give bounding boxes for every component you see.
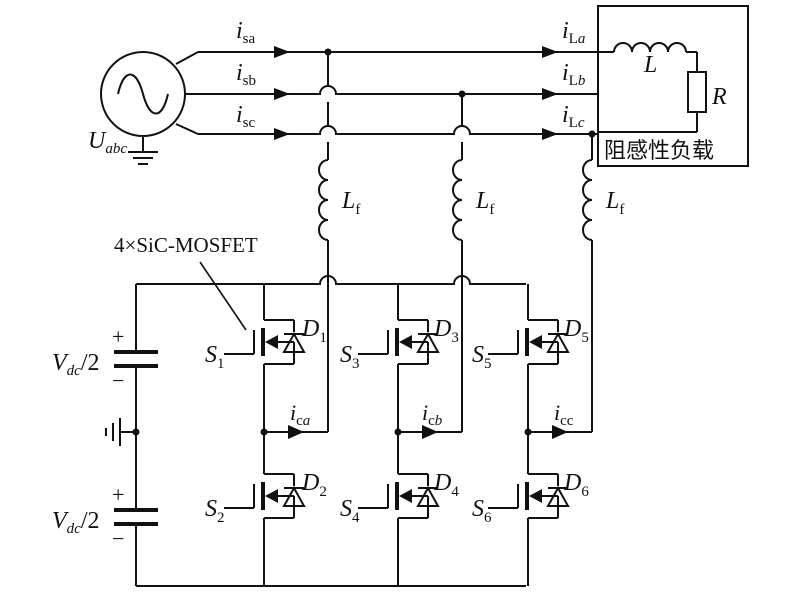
label-d4: D4 [433, 470, 459, 500]
label-iLa: iLa [562, 18, 585, 47]
label-s2: S2 [205, 496, 225, 526]
arrow-icc [552, 425, 568, 439]
label-isc: isc [236, 102, 256, 131]
label-s3: S3 [340, 342, 360, 372]
arrow-iLa [542, 46, 558, 58]
dc-capacitor-lower [114, 508, 158, 526]
label-icb: icb [422, 400, 443, 429]
source-label: Uabc [88, 128, 127, 157]
source-connections [175, 51, 199, 135]
label-iLc: iLc [562, 102, 585, 131]
switch-cell-5-body-arrow [529, 335, 542, 349]
midpoint-ground [105, 418, 140, 446]
switch-cell-1-body-arrow [265, 335, 278, 349]
label-s4: S4 [340, 496, 360, 526]
mosfet-note-pointer [199, 261, 247, 331]
label-s1: S1 [205, 342, 225, 372]
label-isa: isa [236, 18, 256, 47]
label-d3: D3 [433, 316, 459, 346]
load-caption: 阻感性负载 [604, 139, 714, 164]
arrow-icb [422, 425, 438, 439]
dc-bus [135, 275, 526, 587]
arrow-ica [288, 425, 304, 439]
dc-capacitor-upper [114, 350, 158, 368]
current-arrows [274, 46, 558, 140]
vdc-label-lower: Vdc/2 [52, 508, 100, 537]
switch-cell-4-body-arrow [399, 489, 412, 503]
load-resistor-label: R [711, 84, 727, 110]
label-d6: D6 [563, 470, 589, 500]
inverter-legs [224, 276, 592, 586]
filter-inductor-a [318, 48, 332, 276]
arrow-iLb [542, 88, 558, 100]
arrow-isa [274, 46, 290, 58]
cap-upper-plus: + [112, 324, 124, 349]
filter-label-c: Lf [605, 188, 624, 218]
label-s5: S5 [472, 342, 492, 372]
label-d5: D5 [563, 316, 589, 346]
load-box [597, 5, 749, 167]
label-d1: D1 [301, 316, 327, 346]
switch-cell-6-body-arrow [529, 489, 542, 503]
filter-inductor-b [452, 90, 466, 276]
arrow-iLc [542, 128, 558, 140]
filter-inductor-c [582, 130, 596, 432]
label-d2: D2 [301, 470, 327, 500]
label-isb: isb [236, 60, 256, 89]
cap-lower-plus: + [112, 482, 124, 507]
label-s6: S6 [472, 496, 492, 526]
label-iLb: iLb [562, 60, 586, 89]
phase-b-line [198, 85, 598, 95]
label-icc: icc [554, 400, 574, 429]
arrow-isc [274, 128, 290, 140]
arrow-isb [274, 88, 290, 100]
filter-label-a: Lf [341, 188, 360, 218]
switch-labels: S1 S2 S3 S4 S5 S6 D1 D2 D3 D4 D5 D6 [205, 316, 589, 526]
label-ica: ica [290, 400, 310, 429]
vdc-label-upper: Vdc/2 [52, 350, 100, 379]
cap-upper-minus: − [112, 368, 124, 393]
switch-cell-2-body-arrow [265, 489, 278, 503]
phase-c-line [198, 125, 598, 135]
switch-cell-3-body-arrow [399, 335, 412, 349]
mosfet-note: 4×SiC-MOSFET [114, 233, 258, 257]
load-inductor-label: L [643, 52, 657, 78]
cap-lower-minus: − [112, 526, 124, 551]
filter-label-b: Lf [475, 188, 494, 218]
